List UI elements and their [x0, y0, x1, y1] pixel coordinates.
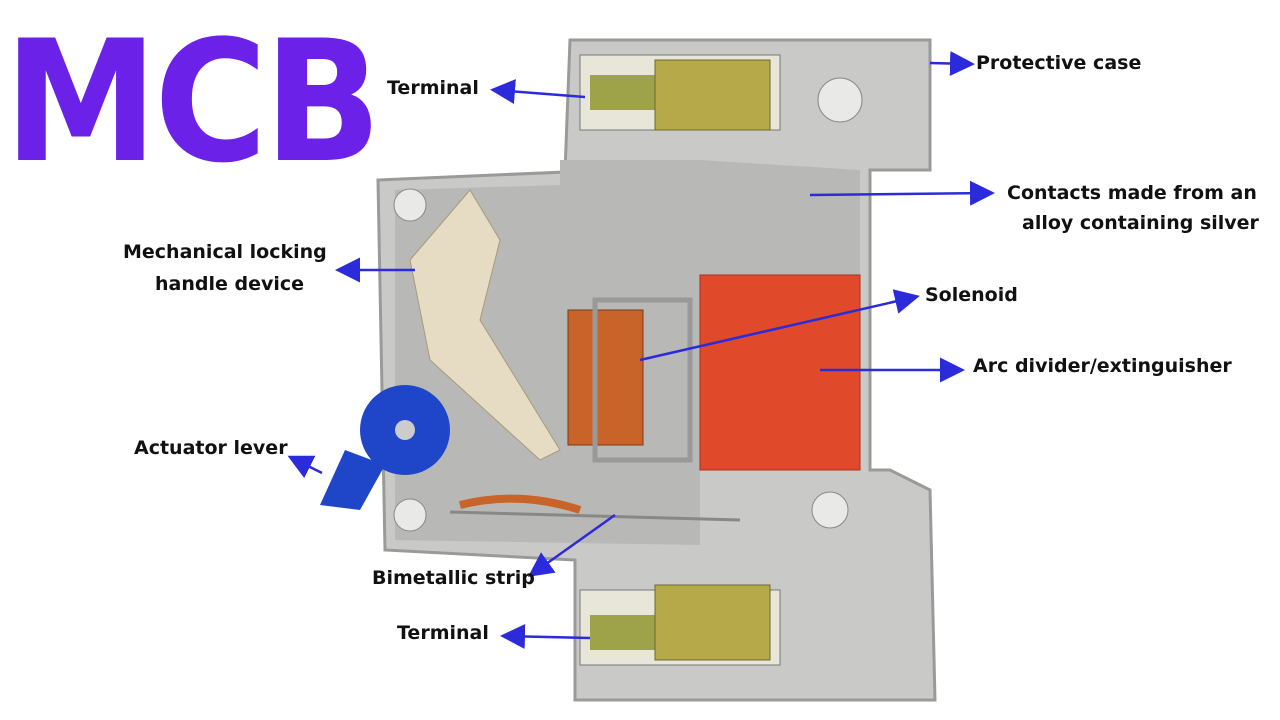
locking-handle-part — [409, 189, 561, 461]
page-title: MCB — [4, 4, 382, 200]
label-locking-line1: Mechanical locking — [123, 241, 327, 263]
actuator-lever-part — [320, 385, 450, 510]
bimetallic-strip-part — [449, 494, 741, 522]
label-arc-divider: Arc divider/extinguisher — [973, 355, 1232, 377]
solenoid-coil-part — [567, 297, 693, 463]
label-contacts-line2: alloy containing silver — [1022, 212, 1259, 234]
label-solenoid: Solenoid — [925, 284, 1018, 306]
label-terminal-top: Terminal — [387, 77, 479, 99]
label-locking-line2: handle device — [155, 273, 305, 295]
label-terminal-bottom: Terminal — [397, 622, 489, 644]
terminal-bottom-part — [579, 584, 781, 666]
pointer-arrows — [287, 51, 995, 649]
label-bimetallic-strip: Bimetallic strip — [372, 567, 535, 589]
arc-extinguisher-part — [699, 274, 861, 471]
label-protective-case: Protective case — [976, 52, 1142, 74]
label-contacts-line1: Contacts made from an — [1007, 182, 1257, 204]
terminal-top-part — [579, 54, 781, 131]
label-actuator-lever: Actuator lever — [134, 437, 288, 459]
